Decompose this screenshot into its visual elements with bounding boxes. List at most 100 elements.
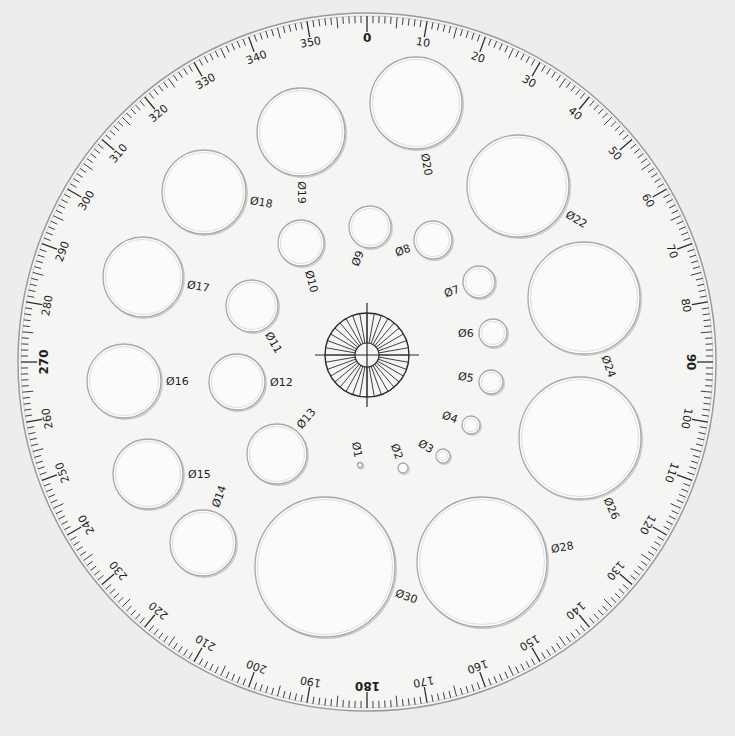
degree-tick	[679, 494, 685, 497]
rosette-ray	[367, 367, 368, 397]
degree-tick	[51, 221, 57, 224]
degree-tick	[454, 686, 457, 697]
degree-tick	[56, 210, 62, 213]
degree-tick	[521, 664, 524, 670]
degree-tick	[454, 28, 457, 39]
degree-tick	[542, 65, 546, 71]
degree-tick	[30, 438, 37, 440]
degree-tick	[114, 593, 119, 598]
hole-bevel	[439, 452, 448, 461]
degree-tick	[526, 661, 529, 667]
degree-tick	[691, 272, 702, 275]
degree-tick	[102, 140, 114, 150]
degree-tick	[494, 41, 497, 47]
degree-tick	[699, 432, 706, 433]
degree-tick	[243, 678, 246, 685]
degree-number: 10	[415, 36, 431, 49]
degree-tick	[691, 449, 702, 452]
degree-tick	[681, 489, 687, 492]
degree-tick	[27, 296, 34, 297]
degree-tick	[277, 28, 280, 39]
degree-tick	[164, 636, 168, 642]
degree-tick	[531, 59, 534, 65]
degree-tick	[692, 419, 708, 422]
degree-tick	[313, 20, 314, 27]
hole-bevel	[90, 347, 159, 416]
degree-tick	[557, 643, 561, 649]
degree-tick	[480, 37, 485, 52]
degree-tick	[651, 547, 657, 551]
degree-tick	[80, 552, 86, 556]
degree-tick	[215, 667, 218, 673]
diameter-label: Ø6	[458, 328, 474, 339]
degree-tick	[118, 597, 123, 602]
degree-tick	[199, 659, 202, 665]
degree-tick	[330, 18, 332, 25]
degree-tick	[295, 24, 296, 31]
template-hole	[463, 266, 495, 298]
degree-tick	[521, 54, 524, 60]
degree-tick	[604, 117, 612, 125]
degree-tick	[638, 154, 644, 158]
degree-tick	[396, 696, 398, 707]
degree-tick	[135, 105, 140, 110]
degree-tick	[691, 261, 698, 263]
degree-tick	[532, 648, 540, 662]
degree-tick	[164, 82, 168, 88]
degree-tick	[671, 504, 681, 509]
hole-bevel	[482, 373, 501, 392]
degree-tick	[384, 701, 385, 708]
template-hole	[170, 510, 236, 576]
degree-tick	[51, 500, 57, 503]
degree-tick	[131, 109, 136, 114]
degree-tick	[516, 51, 519, 57]
degree-tick	[615, 126, 620, 131]
degree-tick	[706, 355, 713, 356]
degree-tick	[62, 200, 68, 203]
rosette-ray	[369, 314, 374, 344]
degree-tick	[700, 296, 707, 297]
rosette-rays	[325, 313, 409, 397]
degree-tick	[619, 130, 624, 135]
diameter-label: Ø12	[270, 377, 293, 388]
degree-tick	[654, 179, 660, 183]
degree-tick	[84, 554, 93, 560]
degree-tick	[59, 205, 65, 208]
degree-tick	[26, 419, 42, 422]
degree-tick	[566, 636, 570, 642]
diameter-label: Ø1	[350, 441, 364, 458]
degree-tick	[580, 625, 584, 630]
degree-tick	[342, 700, 343, 707]
degree-tick	[31, 444, 38, 446]
degree-tick	[22, 385, 29, 386]
degree-tick	[34, 267, 41, 269]
degree-tick	[336, 696, 338, 707]
degree-tick	[272, 29, 274, 36]
degree-tick	[552, 646, 556, 652]
degree-tick	[46, 232, 52, 235]
degree-tick	[254, 35, 256, 42]
template-hole	[358, 463, 363, 468]
degree-tick	[480, 672, 485, 687]
degree-tick	[145, 615, 155, 627]
degree-tick	[432, 22, 433, 29]
degree-tick	[23, 397, 30, 399]
degree-tick	[701, 391, 712, 393]
degree-tick	[437, 694, 438, 701]
degree-tick	[579, 97, 589, 109]
degree-tick	[184, 69, 188, 75]
degree-tick	[36, 261, 43, 263]
template-hole	[370, 57, 462, 149]
hole-bevel	[482, 322, 505, 345]
degree-tick	[641, 561, 647, 565]
degree-tick	[460, 29, 462, 36]
degree-tick	[249, 37, 254, 52]
degree-tick	[91, 154, 97, 158]
rosette-ray	[367, 313, 368, 343]
degree-tick	[98, 575, 103, 579]
rosette-ray	[369, 367, 374, 397]
degree-tick	[140, 101, 145, 106]
degree-tick	[437, 24, 438, 31]
degree-tick	[641, 164, 650, 170]
degree-tick	[26, 302, 42, 305]
